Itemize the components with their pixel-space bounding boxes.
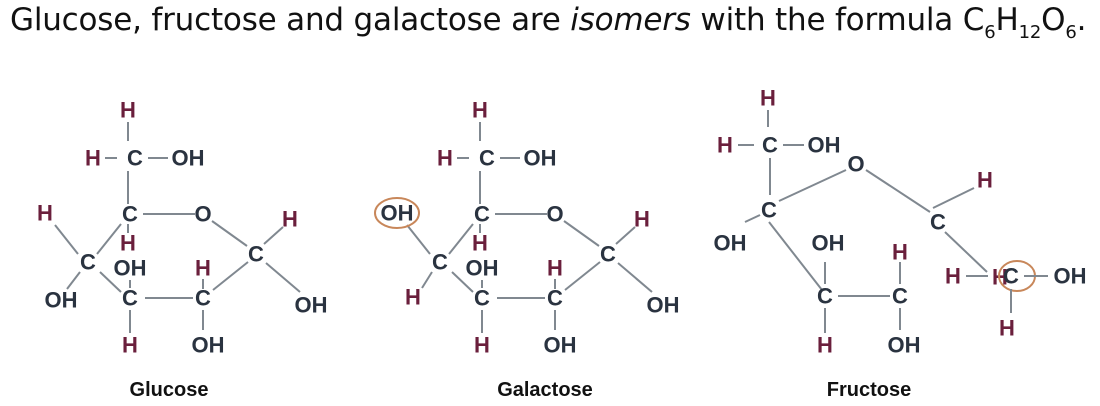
glucose-c1-h: H	[282, 207, 298, 232]
fructose-c5-carbon: C	[930, 210, 946, 235]
fructose-c4-carbon: C	[892, 284, 908, 309]
glucose-c3-carbon: C	[122, 286, 138, 311]
galactose-c6-oh: OH	[524, 146, 557, 171]
formula-hydrogen: H	[995, 2, 1019, 38]
glucose-c2-oh: OH	[192, 333, 225, 358]
glucose-c4-carbon: C	[80, 250, 96, 275]
subscript-oxygen: 6	[1065, 22, 1077, 43]
bond-line	[563, 220, 600, 247]
fructose-label: Fructose	[827, 379, 911, 401]
bond-line	[768, 221, 823, 291]
bond-line	[944, 231, 988, 273]
fructose-top-h: H	[760, 86, 776, 111]
galactose-c3-oh: OH	[466, 256, 499, 281]
title-prefix: Glucose, fructose and galactose are	[10, 2, 571, 38]
bond-line	[744, 214, 761, 223]
fructose-c3-oh: OH	[812, 231, 845, 256]
glucose-c5-h: H	[120, 231, 136, 256]
bond-line	[212, 261, 249, 291]
glucose-c4-h: H	[37, 201, 53, 226]
bond-line	[421, 271, 433, 289]
galactose-c6-carbon: C	[479, 146, 495, 171]
title-emphasis: isomers	[570, 2, 691, 38]
bond-line	[451, 271, 474, 293]
glucose-c4-oh: OH	[45, 288, 78, 313]
galactose-c1-h: H	[634, 207, 650, 232]
galactose-c4-oh: OH	[381, 201, 414, 226]
fructose-c5-h: H	[977, 168, 993, 193]
fructose-c6-h: H	[945, 264, 961, 289]
bond-line	[406, 224, 431, 255]
galactose-c2-h: H	[547, 256, 563, 281]
fructose-c3-carbon: C	[817, 284, 833, 309]
page-title: Glucose, fructose and galactose are isom…	[10, 2, 1086, 43]
bond-line	[99, 271, 122, 293]
formula-oxygen: O	[1041, 2, 1066, 38]
galactose-label: Galactose	[497, 379, 593, 401]
galactose-c3-carbon: C	[474, 286, 490, 311]
galactose-c2-carbon: C	[547, 286, 563, 311]
bond-line	[778, 169, 847, 202]
glucose-c1-oh: OH	[295, 293, 328, 318]
glucose-c3-h: H	[122, 333, 138, 358]
fructose-c1-carbon: C	[762, 133, 778, 158]
fructose-c1-h: H	[717, 133, 733, 158]
glucose-c6-h: H	[85, 146, 101, 171]
fructose-c1-oh: OH	[808, 133, 841, 158]
bond-line	[617, 262, 653, 293]
glucose-top-h: H	[120, 98, 136, 123]
glucose-c6-oh: OH	[172, 146, 205, 171]
bond-line	[263, 226, 284, 245]
glucose-c2-h: H	[195, 256, 211, 281]
fructose-c2-oh: OH	[714, 231, 747, 256]
glucose-ring-oxygen: O	[194, 202, 211, 227]
glucose-c6-carbon: C	[127, 146, 143, 171]
fructose-ring-oxygen: O	[847, 152, 864, 177]
glucose-label: Glucose	[130, 379, 209, 401]
bond-line	[615, 226, 636, 245]
subscript-hydrogen: 12	[1018, 22, 1042, 43]
galactose-c5-carbon: C	[474, 202, 490, 227]
glucose-c2-carbon: C	[195, 286, 211, 311]
galactose-c4-h: H	[405, 285, 421, 310]
title-end: .	[1076, 2, 1087, 38]
title-middle: with the formula C	[690, 2, 985, 38]
fructose-c6-oh: OH	[1054, 264, 1087, 289]
fructose-c4-oh: OH	[888, 333, 921, 358]
fructose-c4-h: H	[892, 240, 908, 265]
bond-line	[448, 223, 474, 255]
galactose-c1-oh: OH	[647, 293, 680, 318]
galactose-c4-carbon: C	[432, 250, 448, 275]
bond-line	[865, 169, 931, 213]
bond-line	[211, 220, 248, 247]
fructose-c6-bottom-h: H	[999, 316, 1015, 341]
galactose-c1-carbon: C	[600, 242, 616, 267]
bond-line	[96, 223, 122, 255]
galactose-c3-h: H	[474, 333, 490, 358]
bond-line	[66, 271, 81, 290]
bond-line	[54, 224, 79, 255]
galactose-c2-oh: OH	[544, 333, 577, 358]
glucose-c3-oh: OH	[114, 256, 147, 281]
bond-line	[265, 262, 301, 293]
bond-line	[564, 261, 601, 291]
subscript-carbon: 6	[984, 22, 996, 43]
galactose-c4-highlight	[374, 197, 420, 229]
galactose-top-h: H	[472, 98, 488, 123]
bond-line	[932, 187, 975, 209]
fructose-c6-carbon: C	[1003, 264, 1019, 289]
glucose-c5-carbon: C	[122, 202, 138, 227]
galactose-c6-h: H	[437, 146, 453, 171]
fructose-c2-carbon: C	[761, 198, 777, 223]
glucose-c1-carbon: C	[248, 242, 264, 267]
galactose-ring-oxygen: O	[546, 202, 563, 227]
galactose-c5-h: H	[472, 231, 488, 256]
fructose-c3-h: H	[817, 333, 833, 358]
